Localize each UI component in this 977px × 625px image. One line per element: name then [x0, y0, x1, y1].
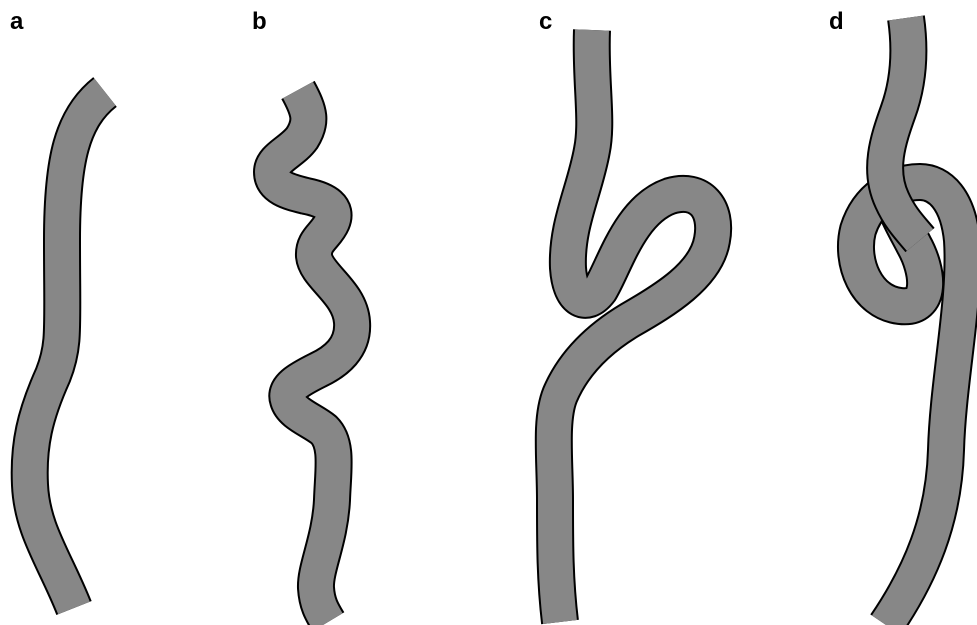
vessel-tortuous — [272, 90, 352, 622]
vessel-coiled — [554, 30, 713, 622]
vessel-coiled-body — [554, 30, 713, 622]
vessel-straight — [30, 92, 105, 608]
vessel-tortuous-body — [272, 90, 352, 622]
vessel-kinked — [856, 18, 963, 625]
